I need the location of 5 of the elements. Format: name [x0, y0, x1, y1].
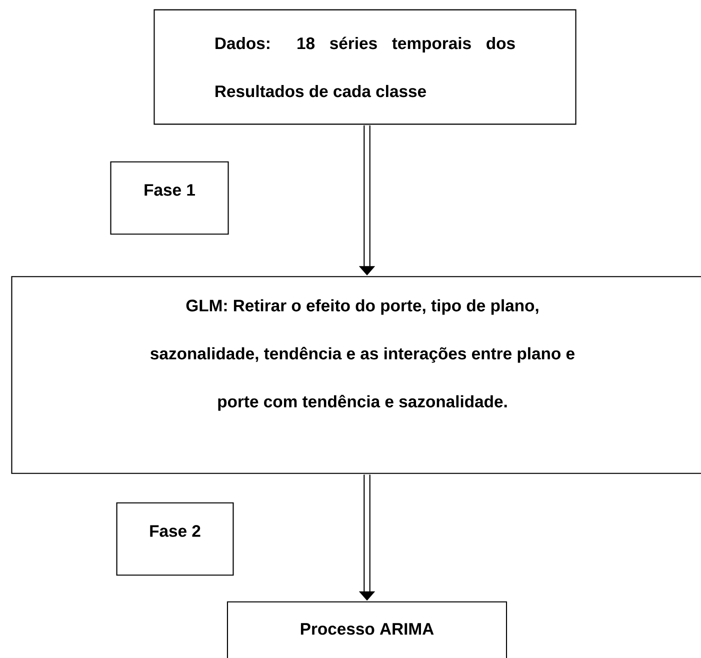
process-box: Processo ARIMA [226, 601, 508, 658]
process-box: Dados: 18 séries temporais dos Resultados de cada classe [154, 9, 576, 125]
phase-box: Fase 1 [110, 161, 229, 235]
process-box: GLM: Retirar o efeito do porte, tipo de plano, sazonalidade, tendência e as interações entre plano e porte com tendência e sazonalidade. [11, 276, 701, 474]
phase-box: Fase 2 [116, 502, 234, 576]
